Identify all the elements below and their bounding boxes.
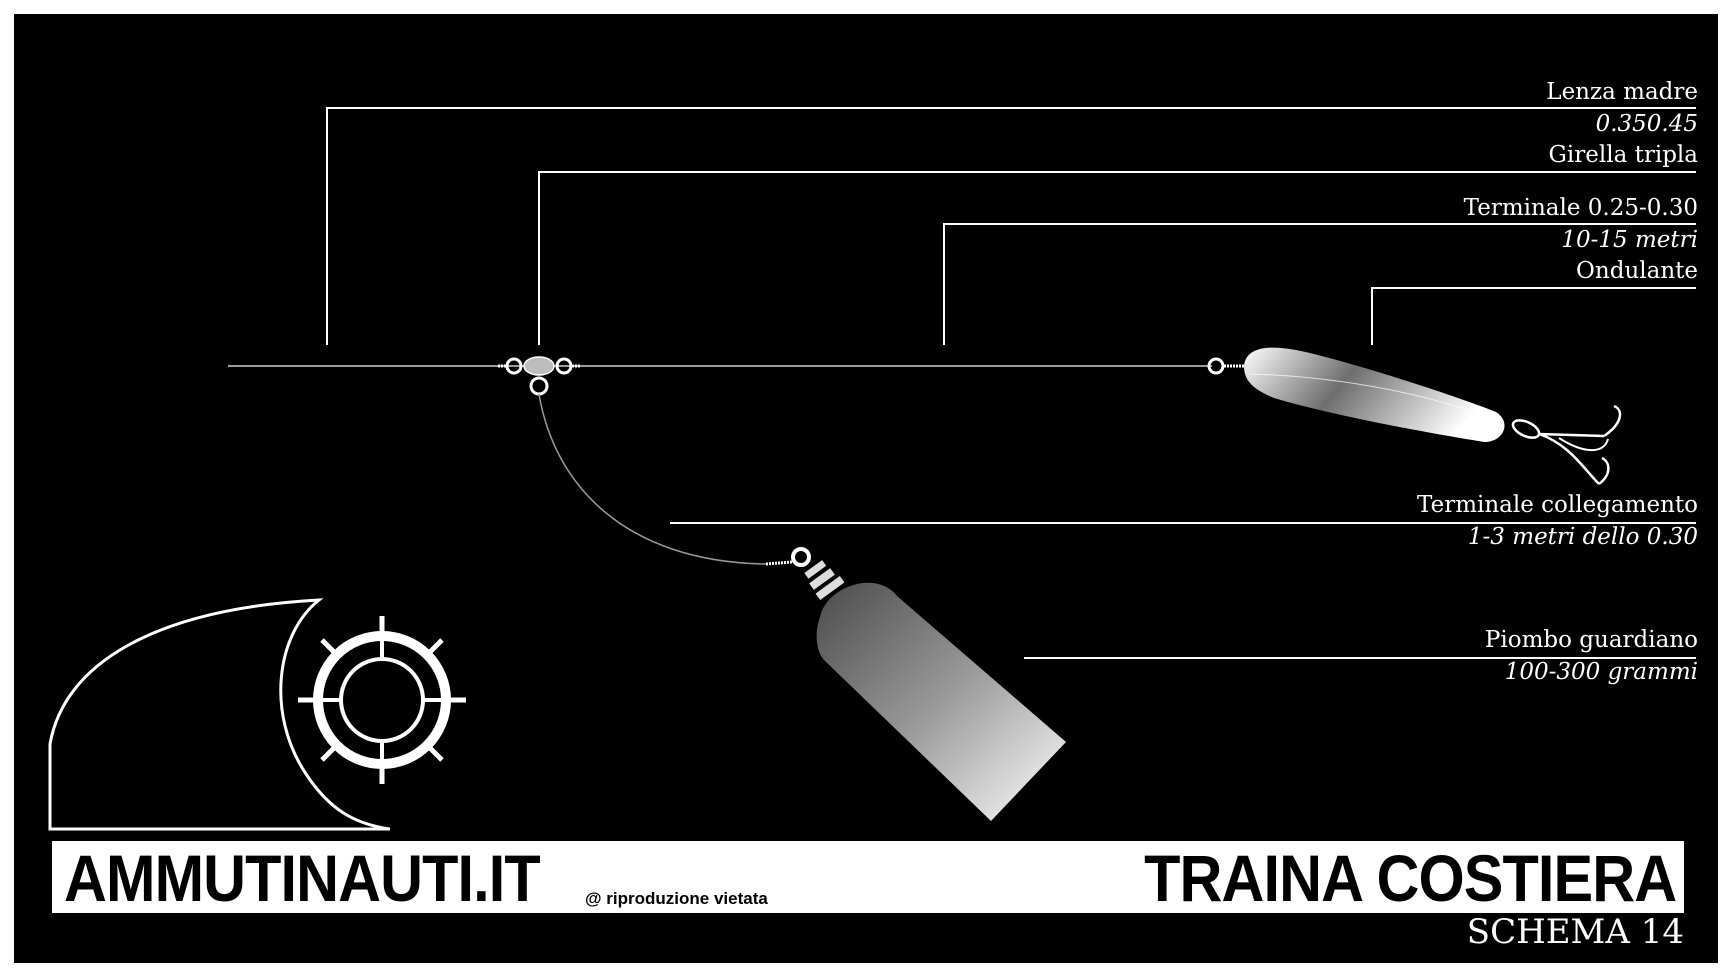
leader-lenza-madre xyxy=(326,107,1696,345)
schema-number: SCHEMA 14 xyxy=(1466,912,1684,952)
label-piombo-spec: 100-300 grammi xyxy=(1504,659,1698,685)
page-title: TRAINA COSTIERA xyxy=(1143,841,1677,915)
label-lenza-madre: Lenza madre xyxy=(1546,79,1698,105)
wave-wheel-logo xyxy=(48,598,466,831)
copyright-notice: @ riproduzione vietata xyxy=(585,889,768,908)
label-piombo: Piombo guardiano xyxy=(1484,627,1698,653)
triple-swivel xyxy=(498,356,580,396)
label-terminale-spec: 10-15 metri xyxy=(1561,227,1698,253)
rig-diagram xyxy=(48,107,1696,831)
label-terminale: Terminale 0.25-0.30 xyxy=(1463,195,1698,221)
footer-banner: AMMUTINAUTI.IT @ riproduzione vietata TR… xyxy=(52,841,1684,913)
dropper-line xyxy=(538,393,767,565)
brand-name: AMMUTINAUTI.IT xyxy=(64,841,541,915)
diagram-canvas: Lenza madre 0.350.45 Girella tripla Term… xyxy=(14,14,1718,963)
leader-ondulante xyxy=(1371,287,1696,345)
label-girella: Girella tripla xyxy=(1548,142,1698,168)
sinker xyxy=(765,547,1066,821)
spoon-lure xyxy=(1207,347,1622,485)
label-ondulante: Ondulante xyxy=(1576,258,1698,284)
label-lenza-madre-spec: 0.350.45 xyxy=(1595,111,1698,137)
label-collegamento: Terminale collegamento xyxy=(1417,492,1698,518)
leader-girella xyxy=(538,171,1696,345)
leader-terminale xyxy=(943,223,1696,345)
label-collegamento-spec: 1-3 metri dello 0.30 xyxy=(1467,524,1698,550)
